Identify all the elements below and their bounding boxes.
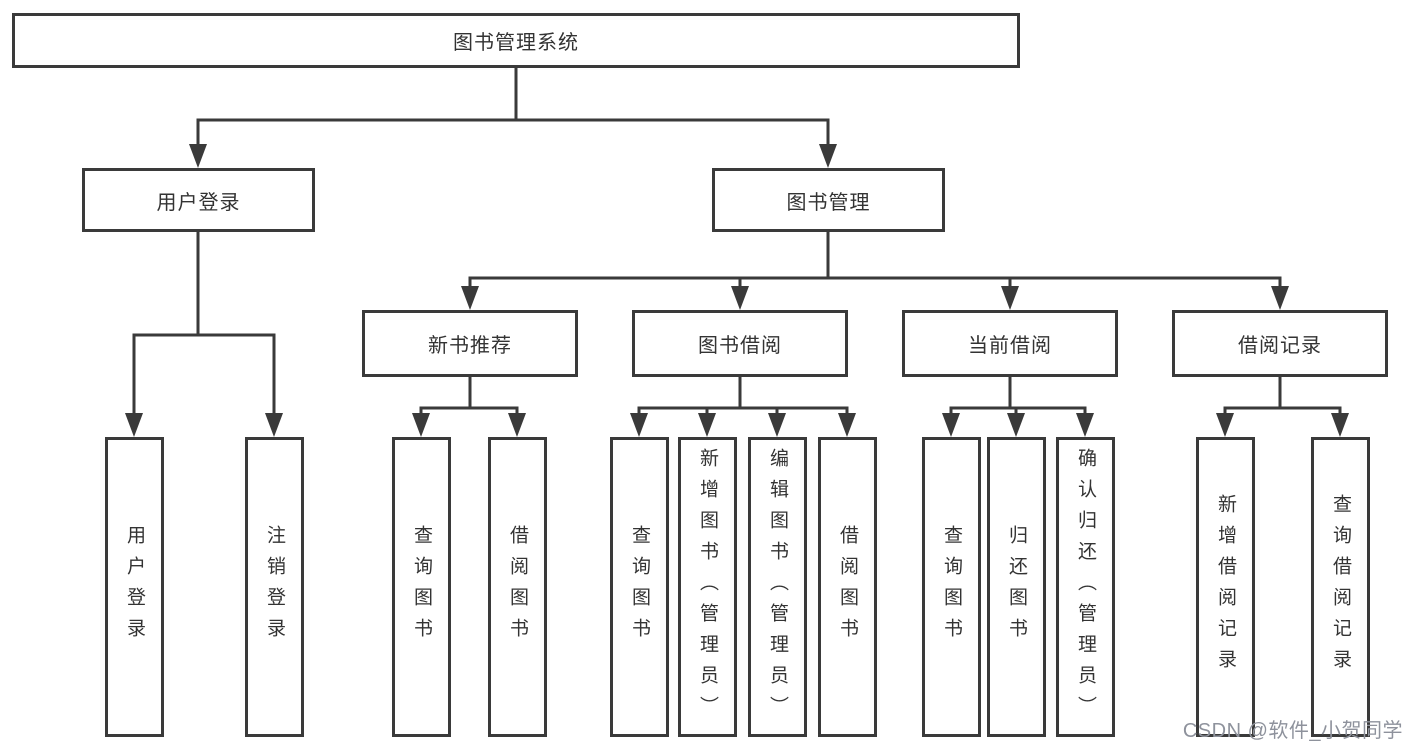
- node-label: 借阅记录: [1238, 335, 1322, 357]
- node-book-borrow: 图书借阅: [632, 310, 848, 377]
- leaf-label: 借阅图书: [837, 525, 858, 649]
- leaf-label: 归还图书: [1006, 525, 1027, 649]
- node-label: 图书借阅: [698, 335, 782, 357]
- leaf-borrow-books: 借阅图书: [818, 437, 877, 737]
- node-user-login: 用户登录: [82, 168, 315, 232]
- node-book-management: 图书管理: [712, 168, 945, 232]
- arrowhead-icon: [189, 144, 207, 168]
- arrowhead-icon: [1076, 413, 1094, 437]
- connector-root-to-level2: [189, 66, 837, 168]
- arrowhead-icon: [698, 413, 716, 437]
- node-borrow-record: 借阅记录: [1172, 310, 1388, 377]
- node-label: 用户登录: [156, 191, 241, 214]
- leaf-label: 查询图书: [411, 525, 432, 649]
- leaf-label: 编辑图书（管理员）: [767, 447, 788, 727]
- node-current-borrow: 当前借阅: [902, 310, 1118, 377]
- leaf-label: 新增借阅记录: [1215, 494, 1236, 680]
- arrowhead-icon: [1331, 413, 1349, 437]
- leaf-query-books-borrow: 查询图书: [610, 437, 669, 737]
- leaf-borrow-books-recommend: 借阅图书: [488, 437, 547, 737]
- arrowhead-icon: [630, 413, 648, 437]
- arrowhead-icon: [1216, 413, 1234, 437]
- leaf-label: 用户登录: [124, 525, 145, 649]
- leaf-label: 新增图书（管理员）: [697, 447, 718, 727]
- arrowhead-icon: [508, 413, 526, 437]
- node-library-management-system: 图书管理系统: [12, 13, 1020, 68]
- arrowhead-icon: [412, 413, 430, 437]
- connector-borrow-record-children: [1216, 375, 1349, 437]
- node-new-book-recommend: 新书推荐: [362, 310, 578, 377]
- leaf-label: 注销登录: [264, 525, 285, 649]
- arrowhead-icon: [125, 413, 143, 437]
- connector-user-login-children: [125, 230, 283, 437]
- arrowhead-icon: [1007, 413, 1025, 437]
- csdn-watermark: CSDN @软件_小贺同学: [1182, 720, 1403, 742]
- node-label: 图书管理系统: [453, 32, 579, 54]
- arrowhead-icon: [942, 413, 960, 437]
- leaf-return-books: 归还图书: [987, 437, 1046, 737]
- connector-book-management-children: [461, 230, 1289, 310]
- connector-current-borrow-children: [942, 375, 1094, 437]
- connector-book-borrow-children: [630, 375, 856, 437]
- connector-new-book-children: [412, 375, 526, 437]
- node-label: 新书推荐: [428, 335, 512, 357]
- leaf-confirm-return-admin: 确认归还（管理员）: [1056, 437, 1115, 737]
- leaf-label: 查询图书: [629, 525, 650, 649]
- node-label: 当前借阅: [968, 335, 1052, 357]
- leaf-label: 查询图书: [941, 525, 962, 649]
- arrowhead-icon: [265, 413, 283, 437]
- leaf-query-books-recommend: 查询图书: [392, 437, 451, 737]
- leaf-label: 确认归还（管理员）: [1075, 447, 1096, 727]
- arrowhead-icon: [1271, 286, 1289, 310]
- leaf-query-books-current: 查询图书: [922, 437, 981, 737]
- arrowhead-icon: [768, 413, 786, 437]
- arrowhead-icon: [838, 413, 856, 437]
- leaf-label: 查询借阅记录: [1330, 494, 1351, 680]
- arrowhead-icon: [819, 144, 837, 168]
- leaf-query-borrow-record: 查询借阅记录: [1311, 437, 1370, 737]
- node-label: 图书管理: [786, 191, 871, 214]
- leaf-add-borrow-record: 新增借阅记录: [1196, 437, 1255, 737]
- arrowhead-icon: [1001, 286, 1019, 310]
- leaf-logout: 注销登录: [245, 437, 304, 737]
- leaf-add-books-admin: 新增图书（管理员）: [678, 437, 737, 737]
- leaf-edit-books-admin: 编辑图书（管理员）: [748, 437, 807, 737]
- leaf-label: 借阅图书: [507, 525, 528, 649]
- leaf-user-login: 用户登录: [105, 437, 164, 737]
- arrowhead-icon: [731, 286, 749, 310]
- arrowhead-icon: [461, 286, 479, 310]
